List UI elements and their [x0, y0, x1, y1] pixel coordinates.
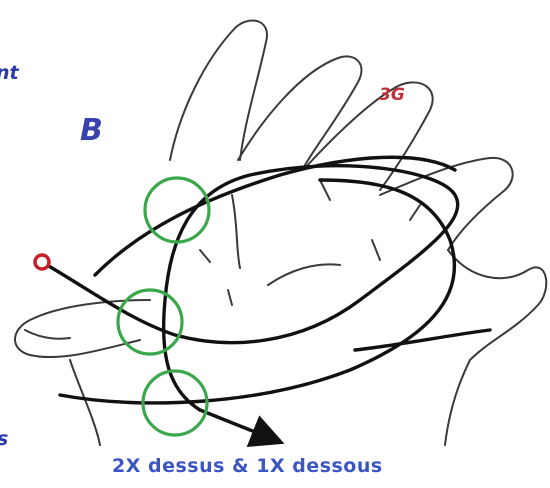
thread-tail: [355, 330, 490, 350]
start-dot-icon: [35, 255, 49, 269]
edge-text-fragment-bottom: s: [0, 428, 8, 450]
thread-loop-main: [42, 166, 458, 410]
caption: 2X dessus & 1X dessous: [112, 455, 383, 477]
hand-outline: [15, 20, 546, 445]
finger-tag-label: 3G: [379, 85, 405, 105]
arrow-right-icon: [200, 410, 275, 440]
upper-crossing-circle: [145, 178, 209, 242]
letter-label: B: [80, 113, 103, 148]
thread: [42, 157, 490, 440]
thread-loop-lower: [60, 180, 454, 403]
thread-loop-upper: [95, 157, 455, 275]
edge-text-fragment: nt: [0, 62, 19, 84]
